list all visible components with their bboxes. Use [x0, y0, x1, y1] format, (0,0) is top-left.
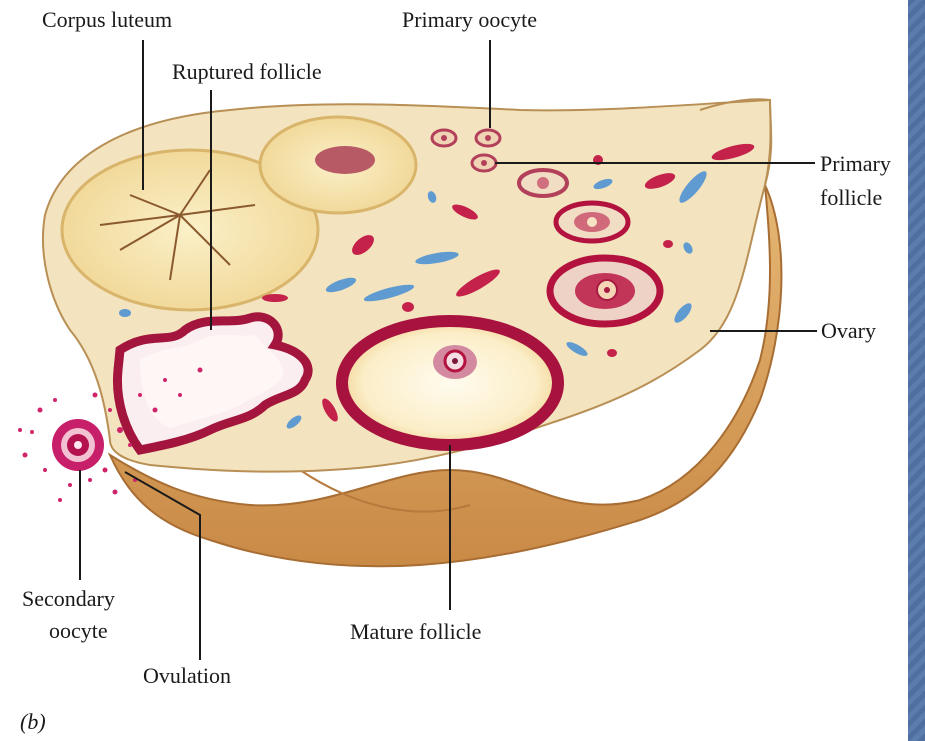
label-ruptured-follicle: Ruptured follicle: [172, 59, 322, 85]
mature-follicle-nucleus: [452, 358, 458, 364]
label-primary-follicle-line2: follicle: [820, 185, 882, 211]
label-secondary-oocyte-line1: Secondary: [22, 586, 115, 612]
label-primary-follicle-line1: Primary: [820, 151, 891, 177]
label-ovulation: Ovulation: [143, 663, 231, 689]
label-primary-oocyte: Primary oocyte: [402, 7, 537, 33]
label-secondary-oocyte-line2: oocyte: [49, 618, 108, 644]
growing-follicle-medium: [556, 203, 628, 241]
secondary-oocyte-center: [74, 441, 82, 449]
label-corpus-luteum: Corpus luteum: [42, 7, 172, 33]
corpus-luteum-core: [315, 146, 375, 174]
growing-follicle-large: [550, 258, 660, 324]
growing-follicle-small: [519, 170, 567, 196]
label-mature-follicle: Mature follicle: [350, 619, 481, 645]
figure-letter: (b): [20, 709, 46, 735]
slide-side-bar: [908, 0, 925, 741]
mature-follicle: [342, 321, 558, 445]
label-ovary: Ovary: [821, 318, 876, 344]
